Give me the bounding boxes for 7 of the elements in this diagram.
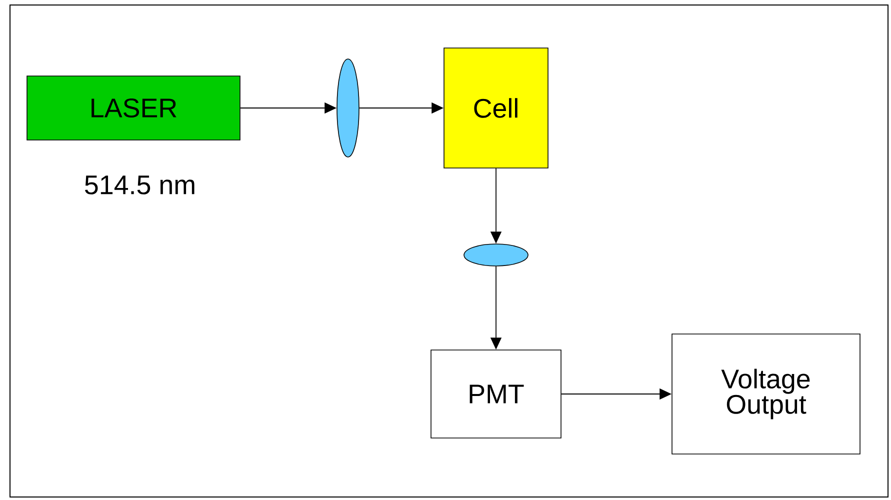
lens <box>464 244 528 266</box>
lens <box>336 58 360 158</box>
pmt-box: PMT <box>430 350 562 438</box>
laser-box: LASER <box>26 76 240 140</box>
output-box: Voltage Output <box>672 334 860 454</box>
wavelength-label: 514.5 nm <box>85 176 194 194</box>
cell-box: Cell <box>444 48 548 168</box>
